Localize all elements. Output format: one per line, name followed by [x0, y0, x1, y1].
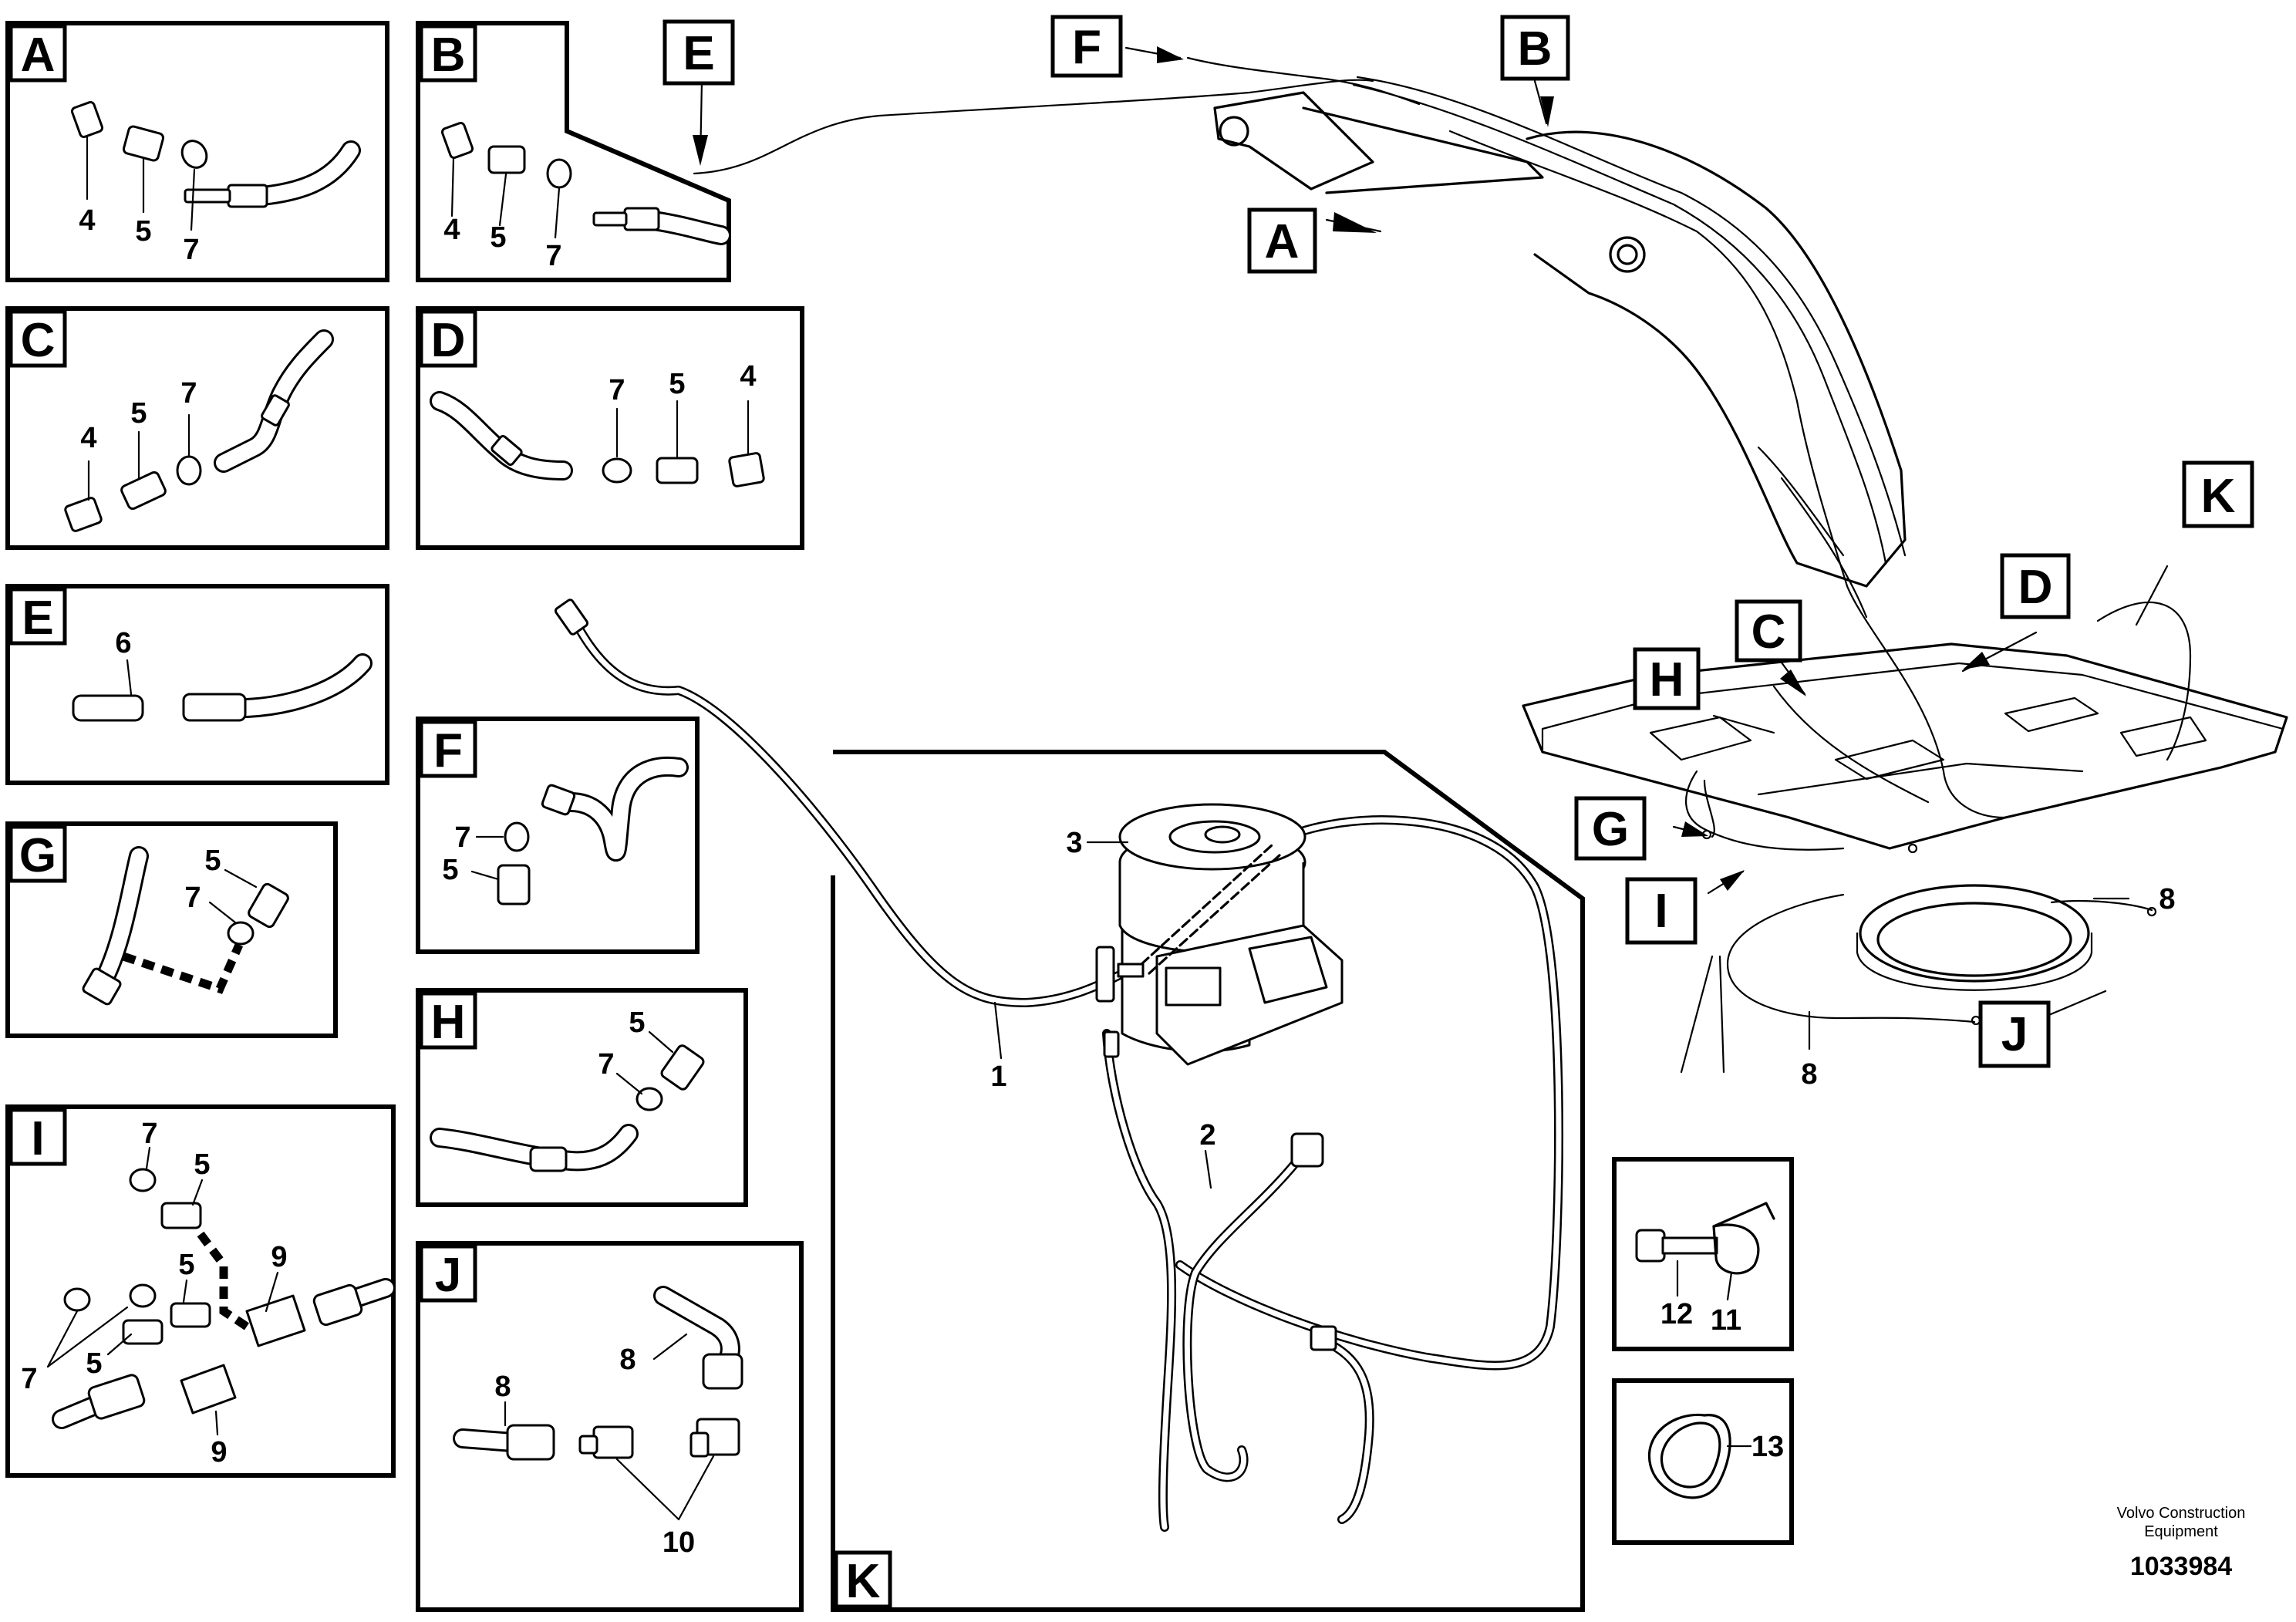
part-number-8: 8	[2159, 883, 2175, 916]
part-number-7: 7	[454, 821, 470, 854]
part-number-2: 2	[1199, 1119, 1215, 1152]
part-number-7: 7	[184, 882, 201, 914]
overview-callout-k: K	[2182, 460, 2254, 528]
overview-callout-i: I	[1625, 877, 1698, 945]
detail-panel-e: E 6	[5, 584, 389, 785]
callout-letter-e: E	[683, 27, 714, 80]
part-number-5: 5	[629, 1007, 645, 1039]
part-number-4: 4	[740, 360, 756, 393]
part-number-13: 13	[1752, 1431, 1784, 1463]
company-name-line2: Equipment	[2144, 1523, 2218, 1540]
part-number-7: 7	[598, 1048, 614, 1081]
part-number-4: 4	[443, 214, 460, 246]
panel-letter-g: G	[19, 829, 56, 882]
part-number-7: 7	[609, 374, 625, 406]
part-number-8: 8	[619, 1344, 636, 1376]
callout-letter-i: I	[1654, 885, 1667, 938]
callout-letter-j: J	[2001, 1008, 2028, 1061]
callout-letter-d: D	[2018, 561, 2053, 614]
callout-letter-a: A	[1265, 215, 1300, 268]
panel-letter-f: F	[433, 724, 463, 777]
detail-panel-cable-tie: 13	[1612, 1378, 1794, 1545]
callout-letter-b: B	[1518, 22, 1553, 76]
part-number-7: 7	[141, 1118, 157, 1150]
panel-letter-c: C	[21, 314, 56, 367]
detail-panel-h: H 7 5	[416, 988, 748, 1207]
part-number-9: 9	[271, 1241, 287, 1273]
overview-callout-e: E	[663, 19, 735, 86]
part-number-7: 7	[180, 377, 197, 410]
detail-panel-f: F 7 5	[416, 717, 700, 954]
detail-panel-a: A 4 5 7	[5, 21, 389, 282]
part-number-5: 5	[178, 1249, 194, 1281]
part-number-1: 1	[990, 1061, 1006, 1093]
callout-letter-c: C	[1752, 605, 1786, 659]
detail-panel-i: I 7 5 9 5 7 5 9	[5, 1104, 396, 1478]
part-number-7: 7	[545, 240, 561, 272]
panel-letter-d: D	[431, 314, 466, 367]
part-number-5: 5	[442, 854, 458, 886]
overview-callout-f: F	[1050, 15, 1123, 78]
part-number-5: 5	[490, 221, 506, 254]
drawing-footer: Volvo Construction Equipment 1033984	[2117, 1505, 2246, 1581]
part-number-5: 5	[669, 368, 685, 400]
detail-panel-k: K 1 2	[554, 599, 1585, 1612]
callout-letter-f: F	[1072, 21, 1101, 74]
part-number-12: 12	[1660, 1298, 1693, 1330]
part-number-8: 8	[494, 1371, 511, 1403]
part-number-10: 10	[663, 1526, 695, 1559]
detail-panel-c: C 4 5 7	[5, 306, 389, 550]
overview-callout-d: D	[2000, 553, 2071, 619]
panel-letter-b: B	[431, 29, 466, 82]
overview-callout-g: G	[1574, 796, 1647, 861]
overview-callout-a: A	[1247, 207, 1317, 274]
overview-callout-c: C	[1735, 599, 1802, 663]
part-number-5: 5	[204, 845, 221, 877]
part-number-7: 7	[21, 1363, 37, 1395]
panel-letter-j: J	[435, 1249, 461, 1302]
part-number-7: 7	[183, 234, 199, 266]
overview-callout-b: B	[1500, 15, 1570, 81]
detail-panel-g: G 7 5	[5, 821, 338, 1038]
callout-letter-h: H	[1650, 653, 1684, 706]
part-number-4: 4	[80, 422, 96, 454]
drawing-number: 1033984	[2130, 1552, 2232, 1581]
panel-letter-i: I	[31, 1112, 44, 1165]
panel-letter-k: K	[846, 1555, 881, 1608]
overview-callout-h: H	[1633, 647, 1701, 710]
company-name-line1: Volvo Construction	[2117, 1505, 2246, 1522]
detail-panel-b: B 4 5 7	[416, 21, 731, 282]
detail-panel-clamp: 12 11	[1612, 1157, 1794, 1351]
overview-callout-j: J	[1978, 1000, 2051, 1068]
part-number-8: 8	[1801, 1058, 1817, 1091]
callout-letter-k: K	[2201, 470, 2236, 523]
part-number-11: 11	[1711, 1304, 1741, 1337]
callout-letter-g: G	[1592, 803, 1629, 856]
part-number-5: 5	[135, 215, 151, 248]
panel-letter-h: H	[431, 996, 466, 1049]
panel-letter-e: E	[22, 592, 53, 645]
part-number-5: 5	[194, 1148, 210, 1181]
part-number-4: 4	[79, 204, 95, 237]
part-number-3: 3	[1066, 827, 1082, 859]
part-number-5: 5	[86, 1347, 102, 1380]
lubrication-pump	[1095, 803, 1344, 1066]
part-number-5: 5	[130, 397, 147, 430]
panel-letter-a: A	[21, 29, 56, 82]
part-number-6: 6	[115, 627, 131, 659]
detail-panel-j: J 8 8 10	[416, 1241, 804, 1612]
part-number-9: 9	[211, 1436, 227, 1469]
detail-panel-d: D 7 5 4	[416, 306, 804, 550]
